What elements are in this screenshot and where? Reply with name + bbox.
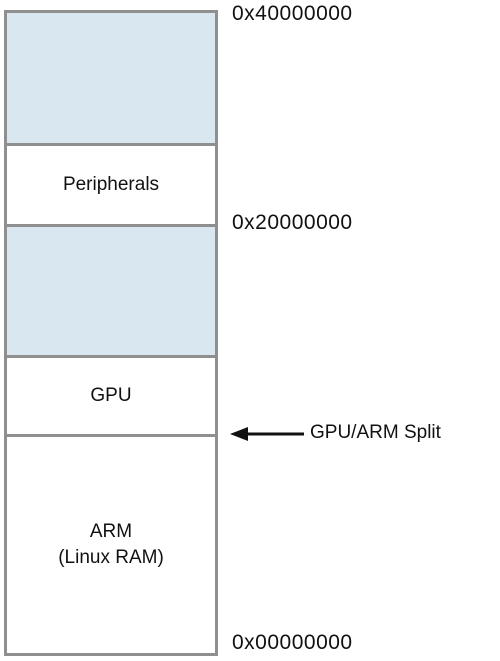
gpu-label: GPU bbox=[90, 385, 132, 406]
arm-label-line1: ARM bbox=[89, 521, 133, 542]
region-divider bbox=[7, 224, 215, 227]
arm-label-line2: (Linux RAM) bbox=[58, 547, 164, 568]
memory-map: Peripherals GPU ARM (Linux RAM) bbox=[4, 10, 218, 656]
split-label: GPU/ARM Split bbox=[310, 422, 441, 443]
address-middle: 0x20000000 bbox=[232, 211, 353, 234]
arm-region: ARM (Linux RAM) bbox=[7, 437, 215, 653]
middle-unlabeled-region bbox=[7, 227, 215, 355]
gpu-arm-split-divider bbox=[7, 434, 215, 437]
upper-unlabeled-region bbox=[7, 13, 215, 143]
region-divider bbox=[7, 143, 215, 146]
region-divider bbox=[7, 355, 215, 358]
gpu-region: GPU bbox=[7, 358, 215, 434]
peripherals-region: Peripherals bbox=[7, 146, 215, 224]
arrow-left-icon bbox=[230, 427, 304, 441]
peripherals-label: Peripherals bbox=[62, 174, 160, 195]
address-bottom: 0x00000000 bbox=[232, 631, 353, 654]
address-top: 0x40000000 bbox=[232, 2, 353, 25]
arm-label: ARM (Linux RAM) bbox=[58, 519, 164, 571]
